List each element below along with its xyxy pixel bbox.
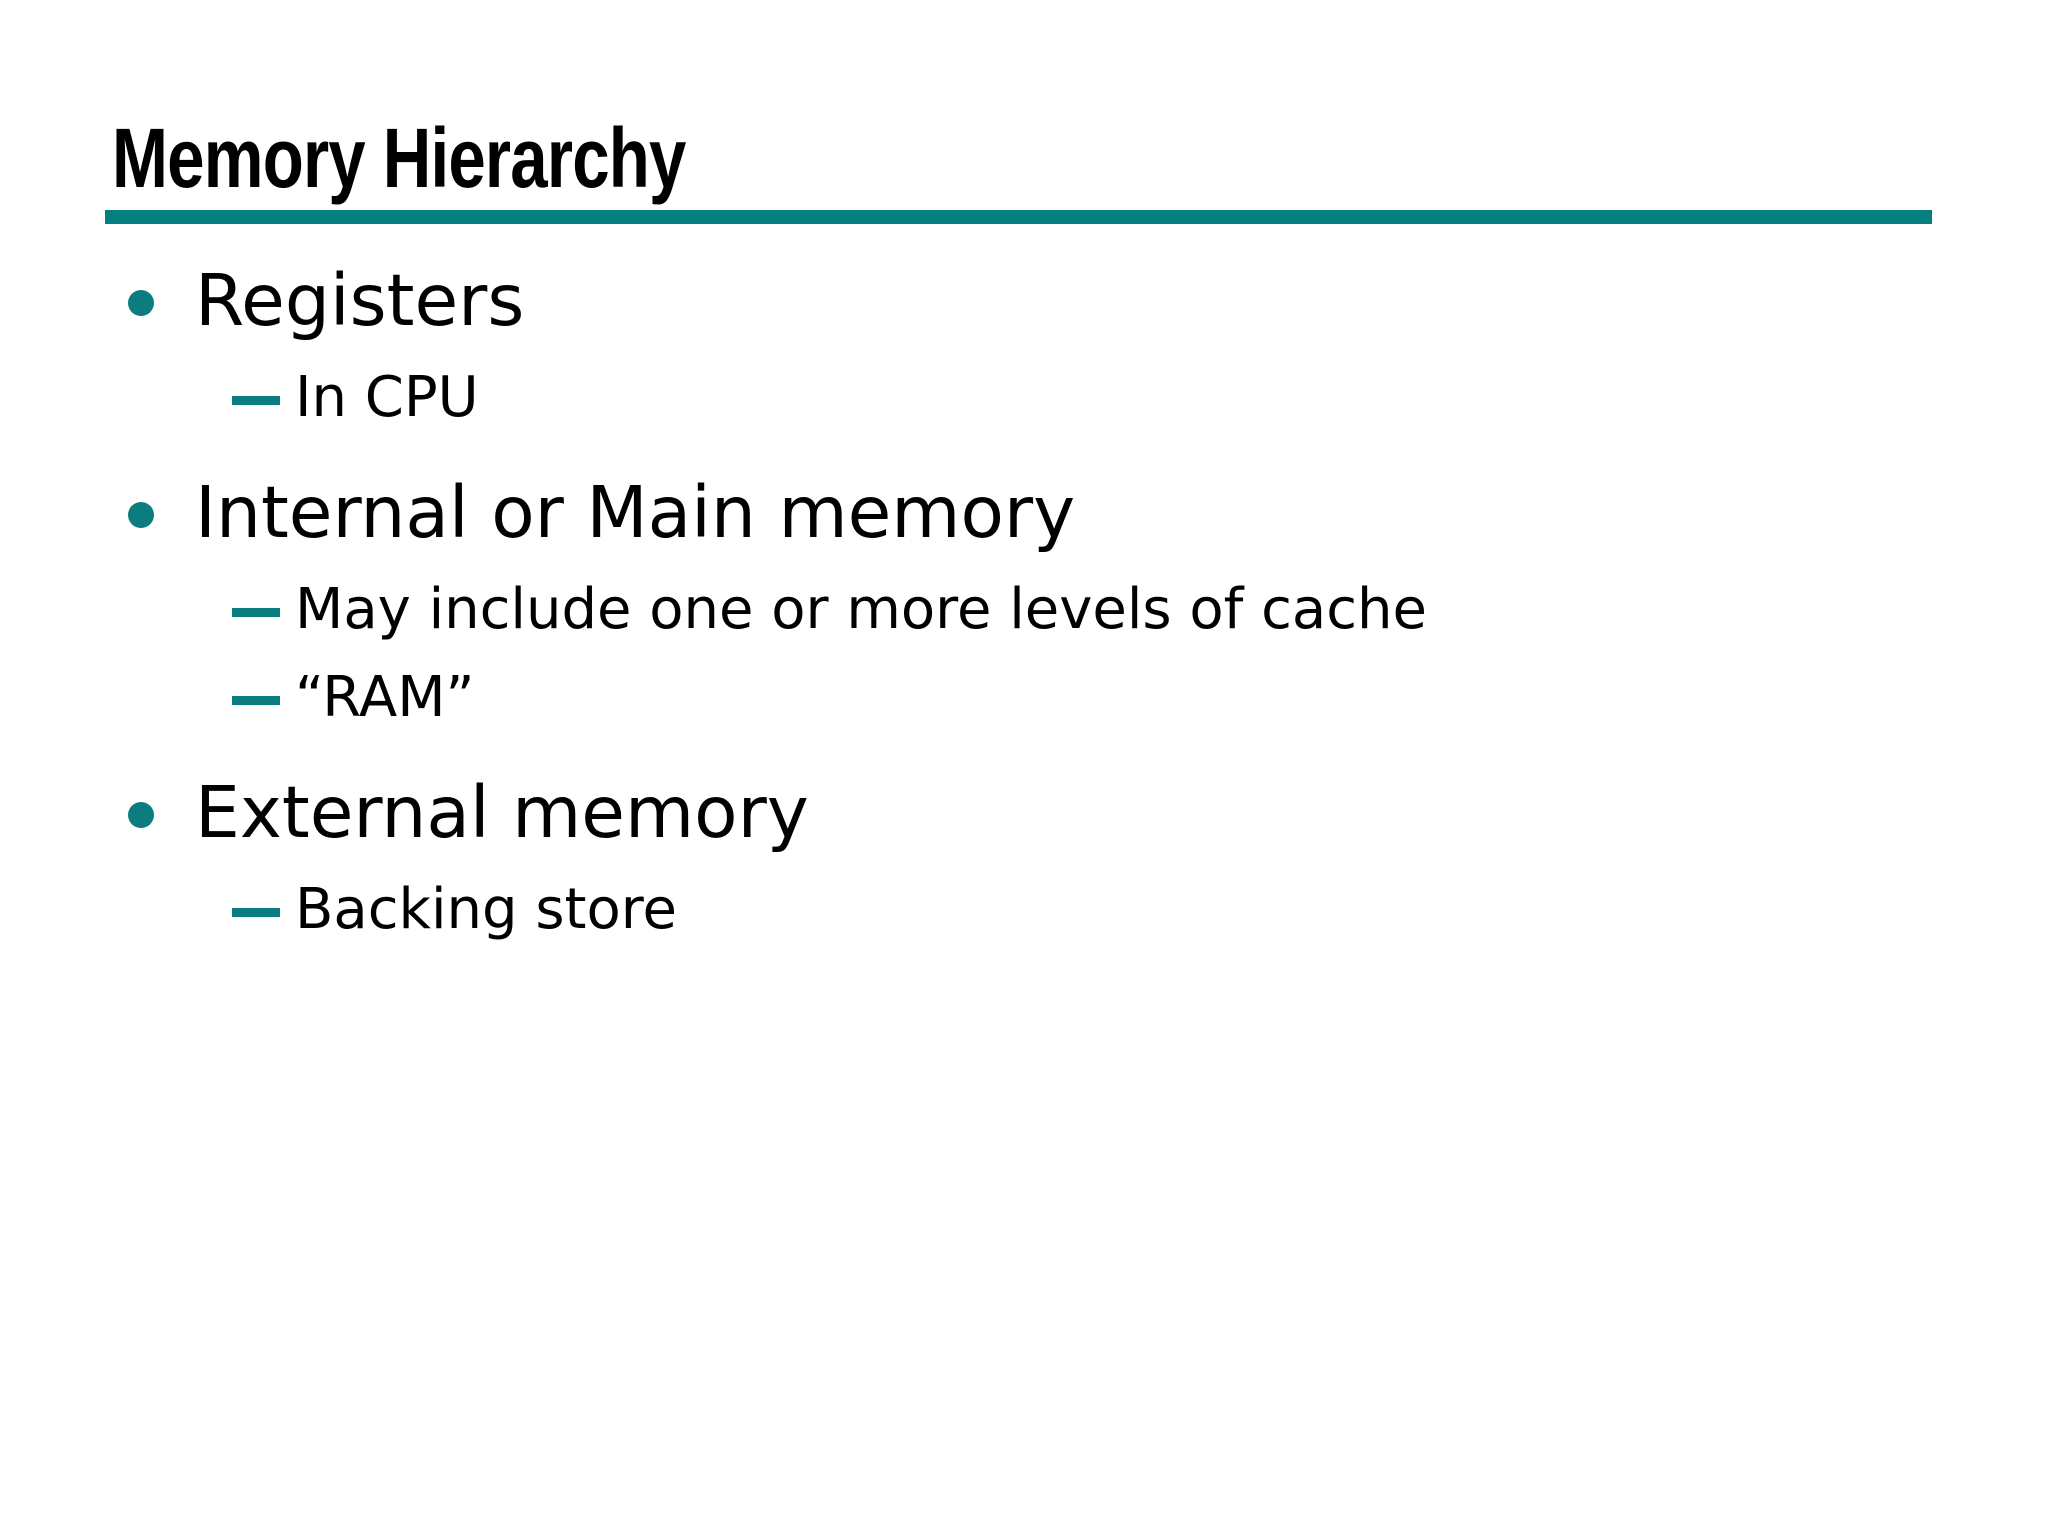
bullet-dash-icon <box>232 654 295 705</box>
bullet-dash-icon <box>232 566 295 617</box>
title-divider-rule <box>105 210 1932 224</box>
list-item-label: May include one or more levels of cache <box>295 577 1427 642</box>
list-item[interactable]: “RAM” <box>0 654 2048 742</box>
list-item[interactable]: In CPU <box>0 354 2048 442</box>
list-item[interactable]: Registers <box>0 248 2048 354</box>
page-title: Memory Hierarchy <box>112 111 686 205</box>
list-item-label: Internal or Main memory <box>195 471 1076 554</box>
group-spacer <box>0 742 2048 760</box>
list-item[interactable]: May include one or more levels of cache <box>0 566 2048 654</box>
list-item-label: “RAM” <box>295 665 475 730</box>
list-item[interactable]: Internal or Main memory <box>0 460 2048 566</box>
list-item[interactable]: Backing store <box>0 866 2048 954</box>
list-item-label: In CPU <box>295 365 479 430</box>
bullet-list: Registers In CPU Internal or Main memory… <box>0 248 2048 954</box>
group-spacer <box>0 442 2048 460</box>
bullet-dot-icon <box>128 248 195 316</box>
bullet-dash-icon <box>232 354 295 405</box>
list-item[interactable]: External memory <box>0 760 2048 866</box>
list-item-label: Backing store <box>295 877 677 942</box>
bullet-dot-icon <box>128 460 195 528</box>
bullet-dot-icon <box>128 760 195 828</box>
list-item-label: External memory <box>195 771 809 854</box>
list-item-label: Registers <box>195 259 525 342</box>
bullet-dash-icon <box>232 866 295 917</box>
